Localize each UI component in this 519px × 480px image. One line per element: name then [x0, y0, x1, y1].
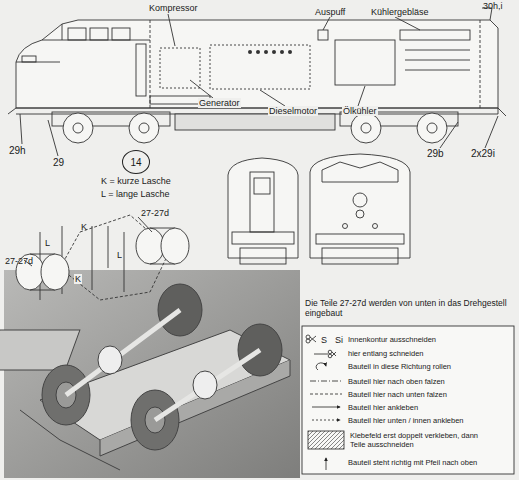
- bogie-photo: [4, 270, 300, 478]
- part-label: 29h: [8, 146, 27, 156]
- legend-symbols: [306, 335, 344, 470]
- part-label: Kühlergebläse: [370, 7, 430, 17]
- callout-label: Si: [334, 335, 344, 345]
- legend-box: [302, 326, 514, 474]
- part-label: Generator: [198, 98, 241, 108]
- legend-text: Bauteil hier nach oben falzen: [348, 377, 445, 386]
- part-label: 29b: [426, 149, 445, 159]
- callout-label: K: [80, 222, 88, 232]
- callout-circle: 14: [122, 150, 150, 174]
- note-text: Die Teile 27-27d werden von unten in das…: [304, 298, 511, 318]
- legend-text: Bauteil hier ankleben: [348, 403, 418, 412]
- locomotive-side-view: [8, 8, 506, 156]
- part-label: Ölkühler: [342, 106, 378, 116]
- step-number: 14: [130, 157, 141, 168]
- end-views: [228, 154, 410, 264]
- callout-label: S: [320, 335, 328, 345]
- part-label: Dieselmotor: [268, 106, 318, 116]
- callout-label: L: [44, 238, 51, 248]
- parts-sketch: [16, 215, 189, 300]
- part-label: Auspuff: [314, 7, 346, 17]
- legend-text: Bauteil in diese Richtung rollen: [348, 362, 451, 371]
- callout-label: K = kurze Lasche: [100, 176, 172, 186]
- bogie-model: [0, 284, 290, 470]
- part-label: 29: [52, 158, 65, 168]
- legend-text: Bauteil hier nach unten falzen: [348, 390, 447, 399]
- callout-label: L = lange Lasche: [100, 189, 170, 199]
- callout-label: K: [74, 274, 82, 284]
- legend-text: Innenkontur ausschneiden: [348, 335, 436, 344]
- callout-label: 27-27d: [4, 256, 34, 266]
- legend-text: Bauteil steht richtig mit Pfeil nach obe…: [348, 458, 477, 467]
- part-label: 2x29i: [470, 149, 496, 159]
- callout-label: L: [116, 250, 123, 260]
- callout-label: 27-27d: [140, 208, 170, 218]
- legend-text: Klebefeld erst doppelt verkleben, dann T…: [350, 431, 490, 449]
- legend-text: Bauteil hier unten / innen ankleben: [348, 416, 464, 425]
- part-label: Kompressor: [148, 3, 199, 13]
- legend-text: hier entlang schneiden: [348, 349, 423, 358]
- part-label: 30h,i: [482, 1, 504, 11]
